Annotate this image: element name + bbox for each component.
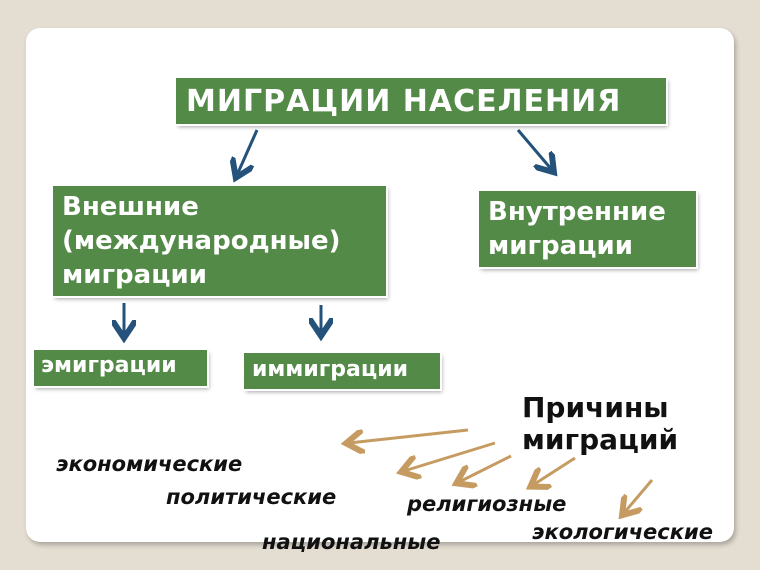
- external-line1: Внешние: [62, 192, 199, 222]
- internal-line2: миграции: [488, 231, 633, 261]
- external-migration-box: Внешние (международные) миграции: [51, 184, 388, 298]
- causes-heading-line1: Причины: [522, 391, 669, 424]
- title-text: МИГРАЦИИ НАСЕЛЕНИЯ: [186, 84, 622, 119]
- causes-heading: Причины миграций: [522, 392, 678, 456]
- title-box: МИГРАЦИИ НАСЕЛЕНИЯ: [174, 76, 668, 126]
- blue-arrows: [124, 129, 552, 335]
- tan-arrows: [349, 428, 654, 513]
- cause-national: национальные: [262, 530, 441, 554]
- immigration-box: иммиграции: [242, 351, 442, 391]
- external-line2: (международные): [62, 226, 341, 256]
- external-line3: миграции: [62, 260, 207, 290]
- internal-line1: Внутренние: [488, 197, 666, 227]
- emigration-text: эмиграции: [41, 353, 177, 378]
- cause-political: политические: [166, 485, 337, 509]
- cause-religious: религиозные: [407, 492, 567, 516]
- causes-heading-line2: миграций: [522, 423, 679, 456]
- internal-migration-box: Внутренние миграции: [477, 189, 698, 269]
- emigration-box: эмиграции: [32, 348, 209, 388]
- immigration-text: иммиграции: [252, 357, 409, 382]
- cause-ecological: экологические: [532, 520, 713, 544]
- cause-economic: экономические: [56, 452, 243, 476]
